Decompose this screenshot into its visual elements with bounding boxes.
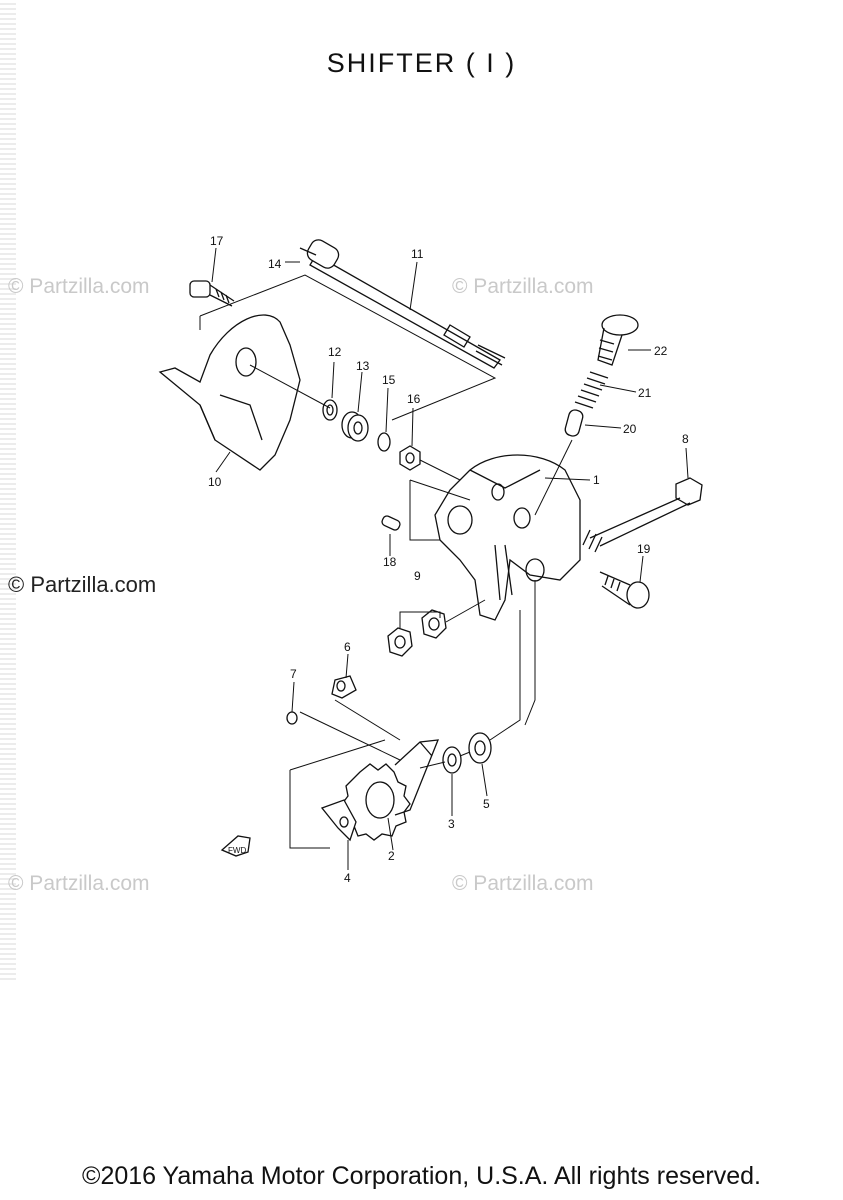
callout-10: 10 — [208, 475, 222, 489]
part-4-clip-plate[interactable] — [320, 799, 357, 842]
callout-7: 7 — [290, 667, 297, 681]
callout-16: 16 — [407, 392, 421, 406]
callout-19: 19 — [637, 542, 651, 556]
callout-11: 11 — [411, 247, 424, 261]
copyright-notice: ©2016 Yamaha Motor Corporation, U.S.A. A… — [82, 1162, 761, 1190]
watermark: © Partzilla.com — [452, 275, 594, 298]
part-8-pin[interactable] — [582, 477, 703, 553]
part-5-washer[interactable] — [468, 732, 492, 764]
part-13-bushing[interactable] — [341, 411, 369, 442]
scan-edge-strip — [0, 0, 16, 980]
part-1-shifter-housing[interactable] — [434, 454, 581, 621]
callout-21: 21 — [638, 386, 652, 400]
part-9-nuts[interactable] — [387, 609, 447, 657]
part-19-screw[interactable] — [599, 571, 650, 609]
callout-5: 5 — [483, 797, 490, 811]
part-22-plug-bolt[interactable] — [597, 314, 639, 366]
callout-1: 1 — [593, 473, 600, 487]
part-20-detent-pin[interactable] — [564, 409, 584, 438]
fwd-arrow-icon — [220, 835, 251, 857]
callout-22: 22 — [654, 344, 668, 358]
part-6-stopper[interactable] — [331, 675, 357, 699]
part-16-nut[interactable] — [399, 445, 421, 471]
leader-bracket — [199, 274, 497, 421]
part-15-circlip[interactable] — [377, 432, 391, 452]
callout-3: 3 — [448, 817, 455, 831]
part-21-spring[interactable] — [574, 371, 609, 409]
part-7-clip[interactable] — [286, 711, 298, 725]
part-11-shift-rod[interactable] — [299, 237, 506, 369]
part-17-bolt[interactable] — [189, 280, 235, 307]
callout-17: 17 — [210, 234, 224, 248]
watermark: © Partzilla.com — [8, 275, 150, 298]
fwd-label: FWD — [228, 846, 246, 855]
part-12-washer[interactable] — [322, 399, 338, 421]
callout-12: 12 — [328, 345, 342, 359]
callout-20: 20 — [623, 422, 637, 436]
leader-lines — [211, 247, 689, 870]
part-10-cover-plate[interactable] — [158, 314, 301, 471]
diagram-title: SHIFTER ( I ) — [326, 48, 517, 78]
watermark: © Partzilla.com — [8, 872, 150, 895]
callout-4: 4 — [344, 871, 351, 885]
callout-8: 8 — [682, 432, 689, 446]
callout-13: 13 — [356, 359, 370, 373]
watermark: © Partzilla.com — [452, 872, 594, 895]
callout-9: 9 — [414, 569, 421, 583]
callout-14: 14 — [268, 257, 282, 271]
part-18-pin[interactable] — [381, 515, 402, 532]
callout-6: 6 — [344, 640, 351, 654]
callout-2: 2 — [388, 849, 395, 863]
watermark: © Partzilla.com — [8, 572, 157, 597]
callout-18: 18 — [383, 555, 397, 569]
callout-15: 15 — [382, 373, 396, 387]
part-3-washer[interactable] — [442, 746, 462, 774]
